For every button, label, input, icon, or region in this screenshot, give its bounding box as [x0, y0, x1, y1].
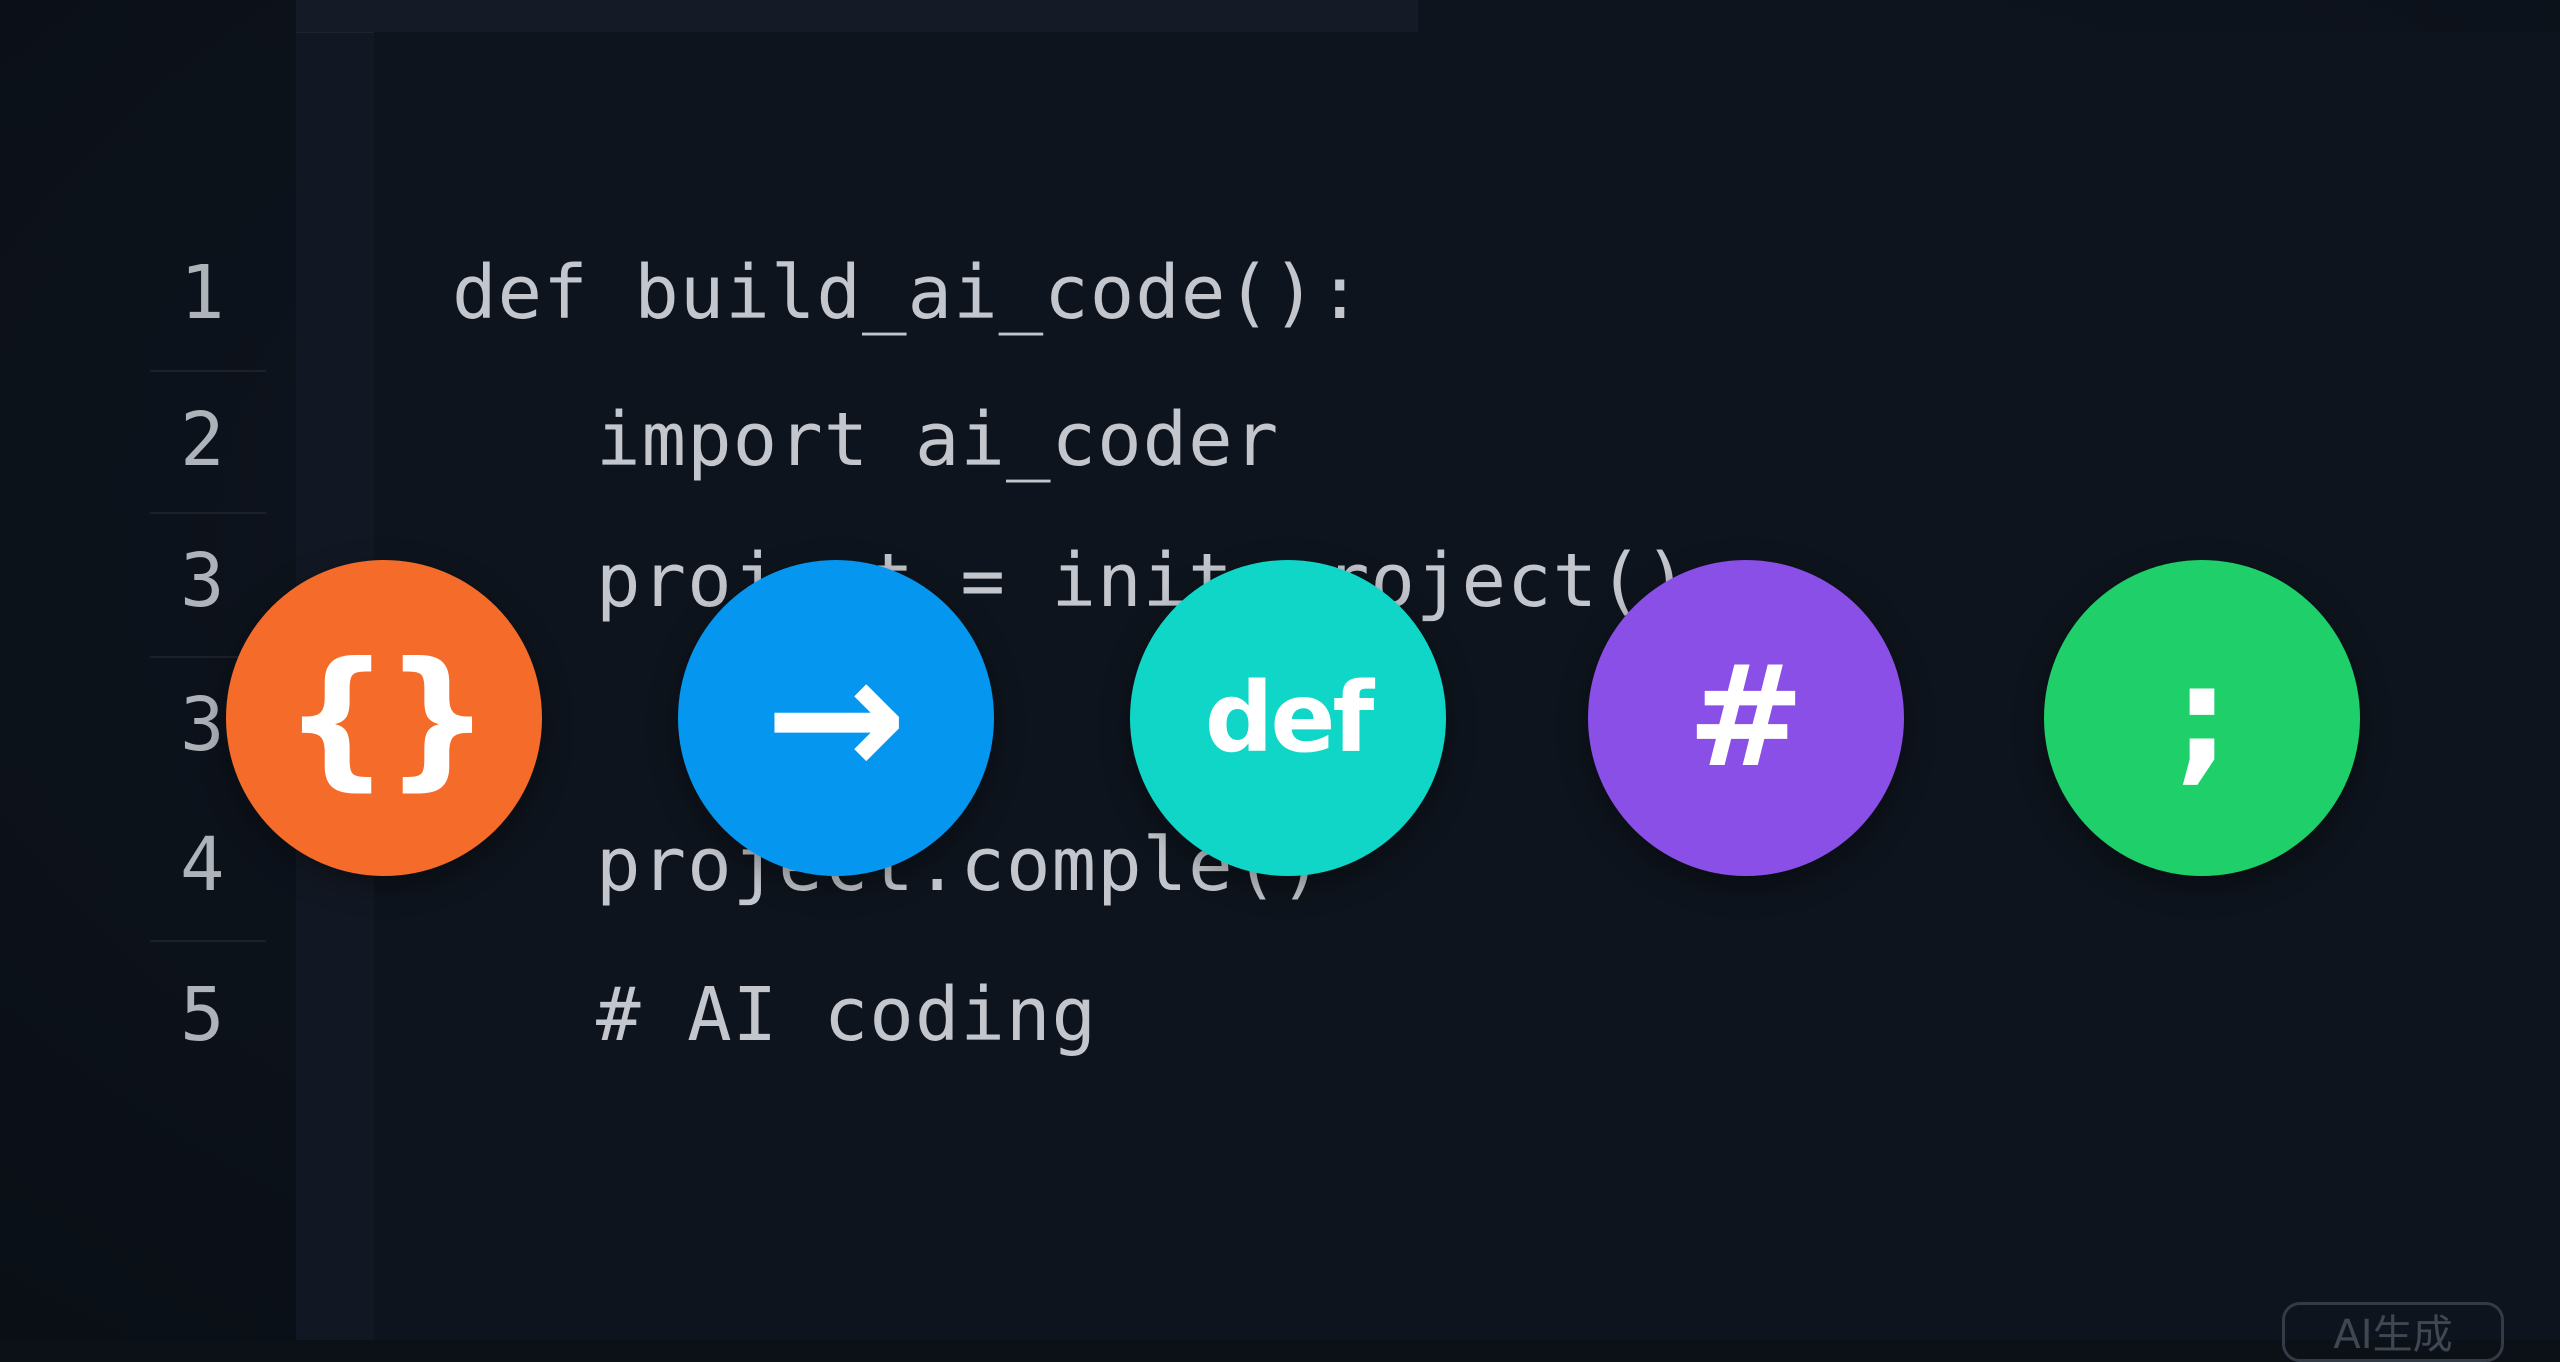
- line-number: 5: [180, 972, 225, 1058]
- arrow-right-icon: →: [764, 619, 908, 817]
- braces-icon-bubble[interactable]: {}: [226, 560, 542, 876]
- def-keyword-icon: def: [1204, 662, 1375, 774]
- line-number: 1: [180, 250, 225, 336]
- hash-icon: #: [1687, 636, 1805, 799]
- def-keyword-icon-bubble[interactable]: def: [1130, 560, 1446, 876]
- line-number: 2: [180, 397, 225, 483]
- semicolon-icon-bubble[interactable]: ;: [2044, 560, 2360, 876]
- ai-generated-badge: AI生成: [2282, 1302, 2504, 1362]
- code-line: def build_ai_code():: [452, 250, 1364, 336]
- code-line: # AI coding: [596, 972, 1098, 1058]
- line-separator: [150, 370, 266, 372]
- code-line: import ai_coder: [596, 397, 1280, 483]
- arrow-right-icon-bubble[interactable]: →: [678, 560, 994, 876]
- line-separator: [150, 940, 266, 942]
- line-number: 3: [180, 682, 225, 768]
- line-number: 4: [180, 822, 225, 908]
- line-separator: [150, 656, 266, 658]
- line-separator: [150, 512, 266, 514]
- semicolon-icon: ;: [2174, 636, 2230, 799]
- hash-icon-bubble[interactable]: #: [1588, 560, 1904, 876]
- braces-icon: {}: [283, 631, 491, 805]
- editor-top-tab: [296, 0, 1418, 33]
- line-number: 3: [180, 538, 225, 624]
